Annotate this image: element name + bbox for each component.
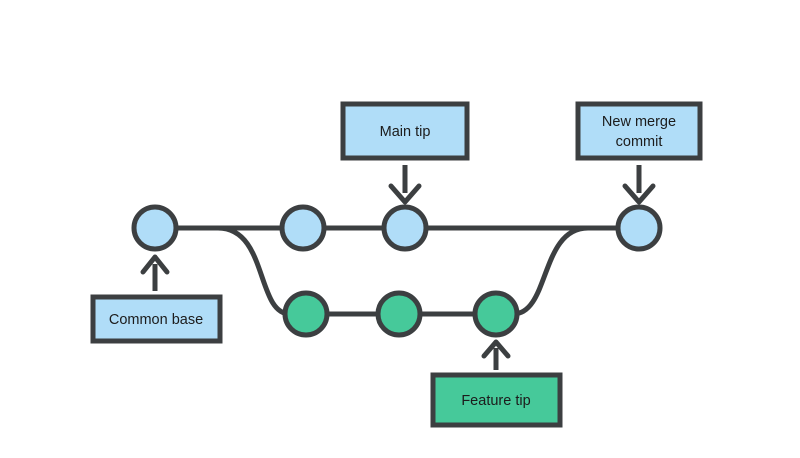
feature-branch-commits [282,290,520,338]
new-merge-commit-label-line2: commit [616,134,663,150]
feature-commit-2[interactable] [375,290,423,338]
branch-off-curve [215,225,293,317]
feature-tip-box[interactable] [430,372,563,428]
annotation-feature-tip[interactable]: Feature tip [430,339,563,428]
main-commit-2[interactable] [279,204,327,252]
merge-curve [510,225,591,317]
main-tip-arrow-head-down-icon [388,183,422,205]
annotation-new-merge-commit[interactable]: New merge commit [575,101,703,205]
main-tip-box[interactable] [340,101,470,161]
new-merge-commit-arrow-head-down-icon [622,183,656,205]
main-branch-commits [131,204,663,252]
feature-commit-3[interactable] [472,290,520,338]
main-commit-4-merge[interactable] [615,204,663,252]
common-base-label: Common base [109,312,203,328]
annotation-main-tip[interactable]: Main tip [340,101,470,205]
feature-tip-label: Feature tip [461,393,530,409]
feature-tip-arrow-head-up-icon [481,339,511,359]
common-base-arrow-head-up-icon [140,254,170,275]
common-base-box[interactable] [90,294,223,344]
new-merge-commit-label-line1: New merge [602,114,676,130]
new-merge-commit-box[interactable] [575,101,703,161]
main-commit-1[interactable] [131,204,179,252]
main-commit-3[interactable] [381,204,429,252]
annotation-common-base[interactable]: Common base [90,254,223,344]
main-tip-label: Main tip [380,124,431,140]
feature-commit-1[interactable] [282,290,330,338]
